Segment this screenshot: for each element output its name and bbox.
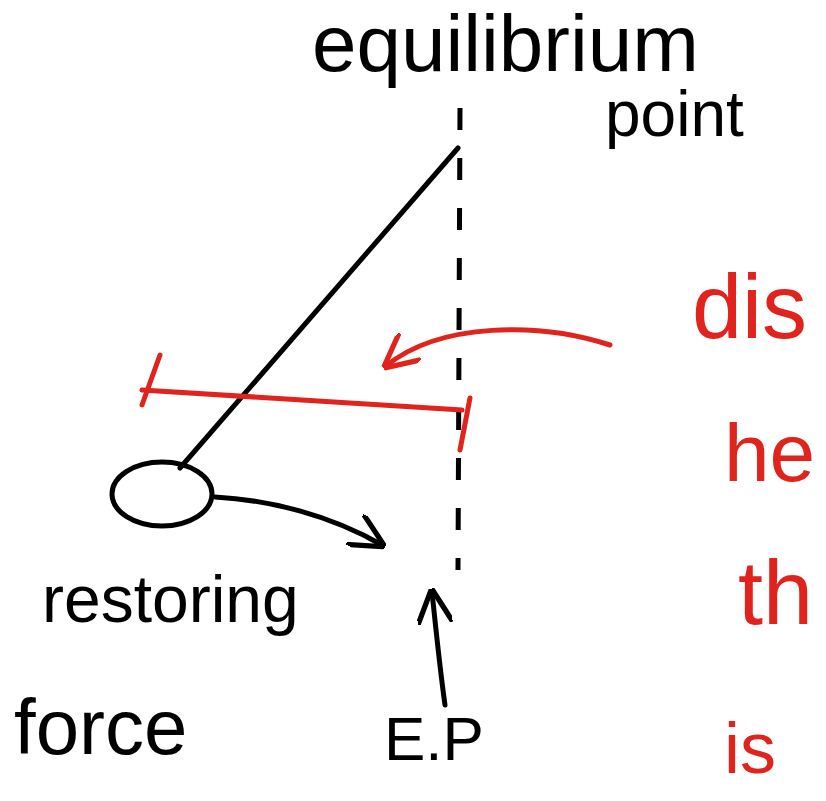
pendulum-bob xyxy=(112,462,212,526)
equilibrium-axis xyxy=(458,108,460,570)
restoring-force-arrow xyxy=(215,497,382,545)
note-text: is xyxy=(724,712,776,784)
pointer-arrow xyxy=(432,592,445,705)
heading-label: point xyxy=(605,82,744,146)
displacement-ticks xyxy=(142,355,470,450)
force-label: restoring xyxy=(42,566,299,632)
note-text: dis xyxy=(692,262,807,352)
displacement-line xyxy=(142,390,462,410)
callout-arrow xyxy=(386,330,610,366)
note-text: th xyxy=(738,548,813,638)
force-label: force xyxy=(14,688,187,766)
point-label: E.P xyxy=(384,708,484,770)
note-text: he xyxy=(724,412,815,494)
pendulum-string xyxy=(180,148,458,468)
heading-label: equilibrium xyxy=(312,4,699,84)
